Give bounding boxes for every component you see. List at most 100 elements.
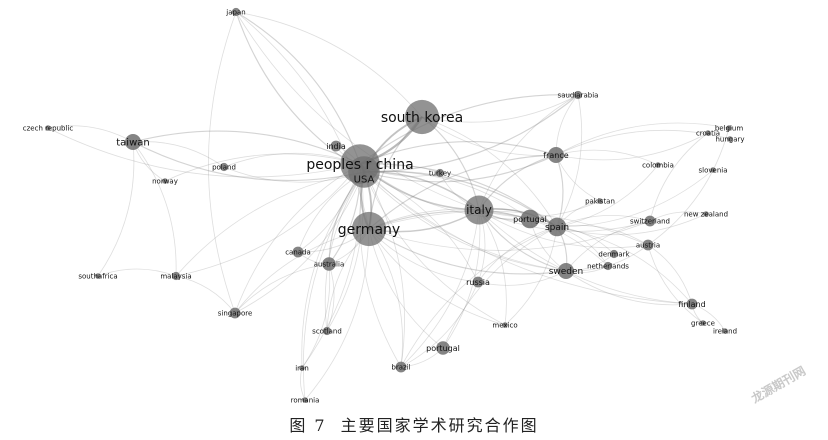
edge-china-taiwan bbox=[132, 130, 361, 165]
node-layer bbox=[45, 7, 733, 403]
label-mexico: mexico bbox=[492, 321, 517, 329]
label-romania: romania bbox=[291, 396, 320, 404]
label-sweden: sweden bbox=[549, 267, 584, 277]
node-denmark bbox=[609, 249, 619, 259]
edge-germany-switzerland bbox=[368, 220, 651, 251]
label-ireland: ireland bbox=[713, 327, 737, 335]
edge-australia-iran bbox=[301, 263, 331, 369]
node-japan bbox=[231, 7, 241, 17]
edge-usa-malaysia bbox=[175, 171, 365, 277]
edge-spain-switzerland bbox=[556, 214, 651, 228]
edge-portugal-germany bbox=[368, 228, 444, 349]
node-saudiarabia bbox=[573, 90, 583, 100]
edge-china-singapore bbox=[234, 163, 361, 314]
node-mexico bbox=[502, 322, 508, 328]
edge-usa-mexico bbox=[363, 171, 506, 326]
node-romania bbox=[302, 397, 308, 403]
node-norway bbox=[162, 178, 168, 184]
label-netherlands: netherlands bbox=[587, 262, 629, 270]
node-italy bbox=[464, 195, 494, 225]
edge-germany-mexico bbox=[368, 228, 506, 326]
label-scotland: scotland bbox=[312, 327, 342, 335]
edge-singapore-australia bbox=[234, 263, 330, 314]
edge-spain-slovenia bbox=[556, 169, 714, 228]
edge-usa-finland bbox=[363, 171, 693, 305]
node-australia bbox=[322, 257, 336, 271]
edge-taiwan-poland bbox=[132, 141, 225, 168]
label-southkorea: south korea bbox=[381, 110, 463, 126]
edge-spain-austria bbox=[556, 224, 649, 246]
edge-japan-germany bbox=[235, 11, 370, 230]
node-taiwan bbox=[125, 134, 141, 150]
edge-spain-colombia bbox=[556, 164, 659, 228]
label-hungary: hungary bbox=[715, 135, 744, 143]
edge-taiwan-southafrica bbox=[97, 141, 135, 277]
label-spain: spain bbox=[545, 223, 569, 233]
edge-usa-singapore bbox=[234, 171, 365, 314]
label-denmark: denmark bbox=[598, 250, 630, 258]
label-turkey: turkey bbox=[429, 169, 451, 177]
label-croatia: croatia bbox=[696, 129, 720, 137]
node-croatia bbox=[705, 130, 711, 136]
edge-usa-russia bbox=[363, 171, 479, 283]
node-finland bbox=[686, 298, 698, 310]
node-greece bbox=[700, 320, 706, 326]
edge-germany-france bbox=[368, 154, 557, 230]
edge-italy-brazil bbox=[400, 209, 480, 368]
edge-spain-russia bbox=[477, 226, 558, 283]
node-turkey bbox=[435, 168, 445, 178]
edge-taiwan-malaysia bbox=[132, 141, 177, 277]
node-germany bbox=[351, 211, 387, 247]
edge-usa-france bbox=[363, 154, 557, 183]
edge-germany-romania bbox=[304, 228, 370, 401]
label-southafrica: southafrica bbox=[78, 272, 117, 280]
node-southafrica bbox=[95, 273, 101, 279]
node-czech bbox=[45, 125, 51, 131]
edge-spain-finland bbox=[556, 226, 693, 305]
edge-italy-saudiarabia bbox=[478, 94, 579, 211]
label-finland: finland bbox=[678, 300, 705, 309]
label-canada: canada bbox=[285, 248, 311, 256]
edge-japan-italy bbox=[235, 11, 480, 211]
label-pakistan: pakistan bbox=[585, 197, 615, 205]
edge-switzerland-croatia bbox=[649, 132, 709, 222]
edge-usa-brazil bbox=[359, 171, 402, 368]
edge-sweden-russia bbox=[477, 270, 567, 286]
node-singapore bbox=[229, 307, 241, 319]
edge-southkorea-saudiarabia bbox=[421, 94, 579, 123]
node-russia bbox=[472, 276, 484, 288]
figure-title: 主要国家学术研究合作图 bbox=[340, 416, 539, 435]
label-italy: italy bbox=[466, 203, 492, 217]
label-poland: poland bbox=[212, 163, 236, 171]
edge-layer bbox=[47, 11, 731, 401]
edge-usa-iran bbox=[301, 171, 365, 369]
edge-usa-sweden bbox=[363, 171, 567, 272]
node-brazil bbox=[395, 361, 407, 373]
edge-iran-romania bbox=[300, 367, 306, 401]
label-malaysia: malaysia bbox=[160, 272, 191, 280]
node-southkorea bbox=[404, 99, 440, 135]
node-hungary bbox=[727, 136, 733, 142]
edge-austria-finland bbox=[647, 244, 693, 305]
node-portugal2 bbox=[520, 209, 540, 229]
edge-taiwan-czech bbox=[47, 125, 134, 143]
label-portugal: portugal bbox=[426, 344, 460, 353]
edge-germany-austria bbox=[368, 210, 649, 246]
edge-germany-portugal2 bbox=[368, 208, 531, 230]
edge-germany-brazil bbox=[368, 228, 403, 368]
node-ireland bbox=[722, 328, 728, 334]
edge-russia-brazil bbox=[400, 281, 479, 368]
edge-malaysia-southafrica bbox=[97, 268, 177, 277]
edge-southkorea-spain bbox=[421, 116, 558, 228]
edge-italy-finland bbox=[478, 209, 693, 305]
label-czech: czech republic bbox=[23, 124, 74, 132]
edge-france-croatia bbox=[555, 132, 709, 161]
edge-austria-belgium bbox=[647, 127, 730, 246]
edge-austria-greece bbox=[647, 244, 704, 324]
label-iran: iran bbox=[295, 364, 309, 372]
node-france bbox=[548, 147, 564, 163]
edge-usa-taiwan bbox=[132, 141, 365, 182]
label-austria: austria bbox=[636, 241, 660, 249]
edge-china-sweden bbox=[359, 163, 567, 272]
